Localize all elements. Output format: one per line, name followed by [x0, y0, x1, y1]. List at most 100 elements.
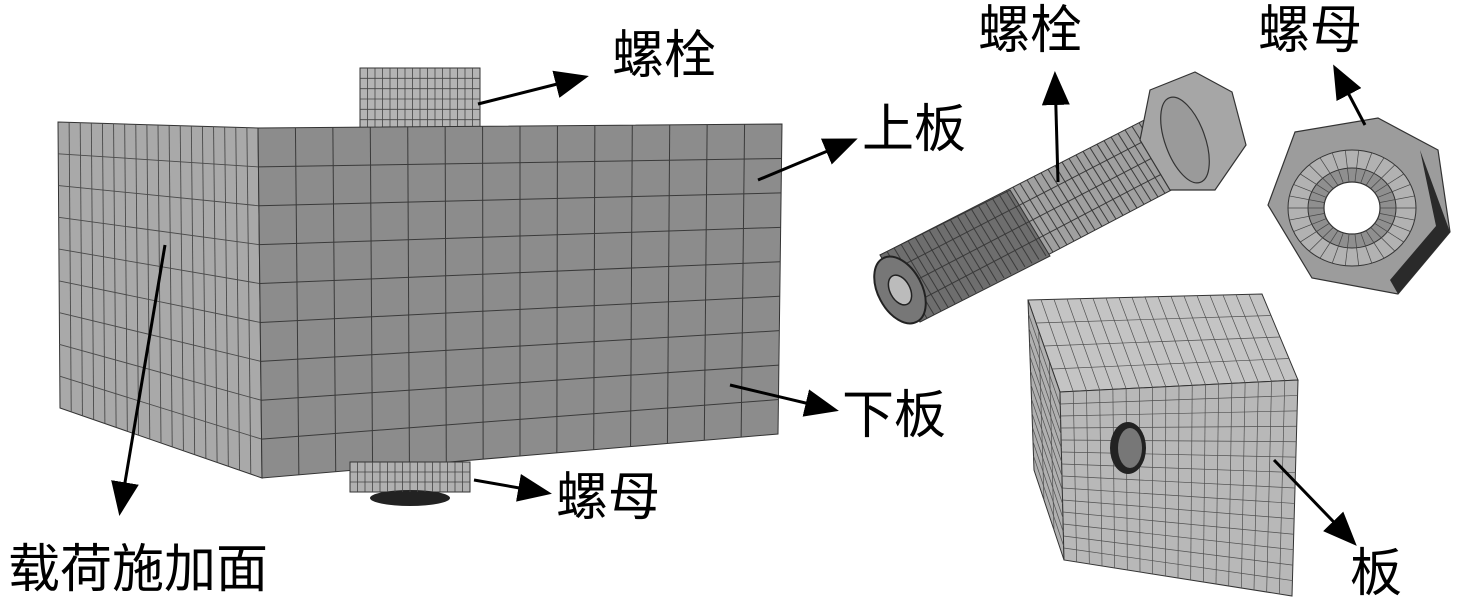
arrow-bolt-right	[1041, 71, 1070, 183]
mesh-line	[59, 280, 261, 323]
mesh-line	[179, 125, 184, 451]
assembly-model	[57, 67, 783, 506]
mesh-line	[1029, 356, 1062, 449]
mesh-line	[1028, 328, 1061, 421]
mesh-line	[1289, 213, 1325, 221]
mesh-line	[556, 125, 558, 453]
mesh-line	[1354, 150, 1360, 183]
label-nut-right: 螺母	[1258, 1, 1363, 61]
mesh-line	[1063, 523, 1294, 551]
mesh-line	[1365, 157, 1385, 186]
mesh-line	[1033, 455, 1064, 547]
mesh-line	[1308, 164, 1334, 189]
mesh-line	[332, 127, 337, 472]
mesh-line	[261, 399, 779, 440]
mesh-line	[1051, 358, 1290, 370]
mesh-line	[79, 122, 83, 416]
mesh-line	[1062, 511, 1294, 535]
mesh-line	[1379, 213, 1415, 221]
mesh-line	[113, 123, 117, 428]
mesh-line	[1377, 218, 1411, 232]
mesh-line	[1360, 232, 1373, 264]
mesh-line	[146, 124, 151, 440]
mesh-line	[1374, 173, 1404, 194]
label-bolt-right: 螺栓	[978, 1, 1083, 61]
mesh-line	[1060, 425, 1297, 429]
mesh-line	[68, 122, 72, 412]
mesh-line	[101, 123, 106, 424]
mesh-line	[58, 248, 260, 284]
mesh-line	[1289, 195, 1325, 203]
mesh-line	[1029, 342, 1062, 435]
mesh-line	[1030, 370, 1062, 463]
nut-left	[349, 461, 471, 506]
mesh-line	[740, 124, 746, 438]
mesh-line	[899, 143, 1181, 289]
label-plate-right: 板	[1350, 544, 1403, 604]
plates-front-face	[257, 123, 783, 479]
mesh-line	[124, 123, 128, 432]
mesh-line	[630, 125, 633, 447]
mesh-line	[246, 127, 252, 475]
mesh-line	[1319, 157, 1339, 186]
mesh-line	[59, 344, 262, 401]
mesh-line	[1300, 222, 1330, 243]
mesh-line	[444, 126, 447, 463]
arrow-load-surface	[111, 244, 167, 516]
mesh-line	[1043, 336, 1281, 347]
arrow-upper-plate	[757, 138, 858, 182]
arrow-nut-right	[1333, 64, 1367, 126]
arrow-plate-right	[1272, 458, 1357, 546]
mesh-line	[90, 122, 95, 420]
mesh-line	[1331, 232, 1344, 264]
mesh-line	[58, 216, 260, 246]
mesh-line	[1379, 195, 1415, 203]
mesh-line	[1061, 451, 1296, 458]
mesh-line	[1031, 399, 1063, 491]
mesh-line	[1060, 395, 1298, 405]
arrow-lower-plate	[729, 383, 839, 417]
label-load-surface: 载荷施加面	[8, 540, 269, 600]
mesh-line	[1344, 150, 1350, 183]
mesh-line	[259, 261, 781, 285]
mesh-line	[482, 126, 484, 460]
mesh-line	[909, 158, 1191, 306]
plate-right	[1027, 293, 1299, 597]
mesh-line	[213, 126, 218, 463]
mesh-line	[1344, 233, 1350, 266]
mesh-line	[260, 295, 780, 323]
mesh-line	[1354, 233, 1360, 266]
mesh-line	[235, 127, 241, 471]
mesh-line	[666, 124, 671, 444]
bolt-right	[873, 71, 1247, 325]
mesh-line	[1030, 384, 1063, 477]
mesh-line	[1293, 218, 1327, 232]
mesh-line	[1035, 315, 1272, 324]
mesh-line	[1063, 547, 1293, 581]
label-lower-plate: 下板	[842, 386, 947, 446]
mesh-line	[1319, 230, 1339, 259]
mesh-line	[1032, 441, 1064, 533]
label-upper-plate: 上板	[862, 100, 967, 160]
mesh-line	[58, 185, 259, 207]
mesh-line	[1365, 230, 1385, 259]
mesh-line	[1360, 152, 1373, 184]
label-nut-left: 螺母	[556, 468, 661, 528]
mesh-line	[58, 153, 259, 168]
mesh-line	[294, 127, 300, 475]
mesh-line	[1377, 184, 1411, 198]
mesh-line	[168, 125, 173, 447]
arrow-nut-left	[473, 474, 552, 502]
mesh-line	[889, 127, 1171, 273]
bolt-head-left	[359, 67, 481, 131]
mesh-line	[259, 226, 781, 246]
mesh-line	[1031, 413, 1063, 505]
mesh-line	[59, 375, 262, 440]
mesh-line	[1061, 475, 1296, 489]
mesh-line	[260, 330, 780, 362]
mesh-line	[258, 192, 782, 207]
label-bolt-left: 螺栓	[612, 26, 717, 86]
mesh-line	[1032, 427, 1064, 519]
mesh-line	[1062, 487, 1295, 504]
